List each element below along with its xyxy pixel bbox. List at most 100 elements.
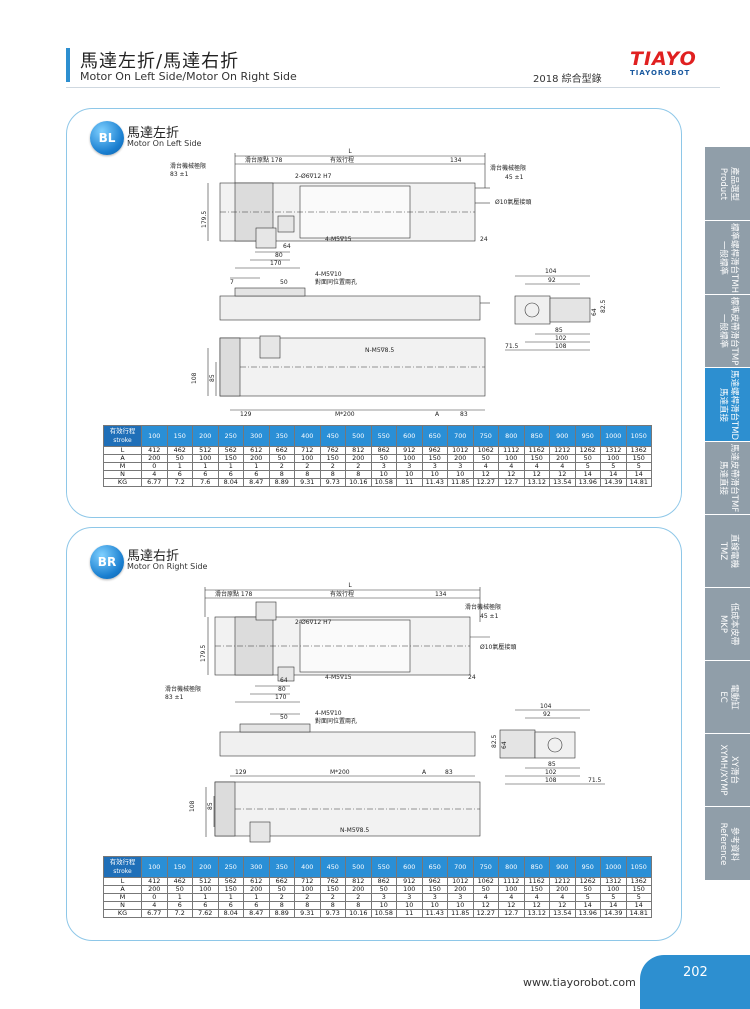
dim-m5-10b: 對面同位置兩孔 [315,278,357,286]
table-cell: 6.77 [141,909,168,918]
section-title: 馬達右折 [127,549,180,564]
dim-102: 102 [555,335,567,342]
table-cell: 12.27 [472,478,499,487]
dim-m5-10b: 對面同位置兩孔 [315,717,357,725]
stroke-cell: 750 [472,425,499,447]
page-number: 202 [683,965,708,980]
stroke-cell: 350 [268,856,295,878]
footer-website-link[interactable]: www.tiayorobot.com [523,976,636,989]
table-cell: 8.04 [217,909,244,918]
dim-limit-right: 滑台機械極限 [490,164,526,172]
dim-85h: 85 [207,802,214,810]
table-cell: 12.27 [472,909,499,918]
table-cell: 13.12 [523,909,550,918]
dim-m5-10: 4-M5∇10 [315,710,342,717]
page-title: 馬達左折/馬達右折 [80,51,240,72]
table-cell: 9.73 [319,478,346,487]
stroke-cell: 900 [549,856,576,878]
drawing-labels-left: L 滑台原點 178 有效行程 134 滑台機械極限 83 ±1 滑台機械極限 … [170,148,607,418]
dim-limit-left-val: 83 ±1 [170,171,189,178]
dim-stroke: 有效行程 [330,156,354,164]
dim-stroke: 有效行程 [330,590,354,598]
stroke-cell: 250 [217,856,244,878]
dim-82: 82.5 [491,734,498,748]
dim-82: 82.5 [600,299,607,313]
drawing-motor-right: L 滑台原點 178 有效行程 134 滑台機械極限 45 ±1 2-Ø6∇12… [165,582,605,843]
table-cell: 8.89 [268,909,295,918]
dim-limit-right-val: 45 ±1 [480,613,499,620]
dim-170: 170 [270,260,282,267]
stroke-cell: 200 [192,425,219,447]
dim-limit-left: 滑台機械極限 [170,162,206,170]
stroke-cell: 350 [268,425,295,447]
stroke-cell: 450 [319,425,346,447]
table-cell: 11.43 [421,909,448,918]
dim-104: 104 [540,703,552,710]
dim-24: 24 [468,674,476,681]
table-cell: 8.89 [268,478,295,487]
dim-134: 134 [450,157,462,164]
stroke-cell: 600 [396,856,423,878]
dim-origin: 滑台原點 178 [215,590,253,598]
section-badge-br: BR [90,545,124,579]
dim-nm5: N-M5∇8.5 [365,347,394,354]
dim-170: 170 [275,694,287,701]
page-number-tab [640,955,750,1009]
stroke-cell: 950 [574,856,601,878]
stroke-cell: 100 [141,425,168,447]
dim-108: 108 [555,343,567,350]
table-cell: 7.2 [166,909,193,918]
logo-subtext: TIAYOROBOT [630,69,691,77]
stroke-cell: 650 [421,856,448,878]
table-cell: KG [103,909,142,918]
dim-92: 92 [543,711,551,718]
dim-83: 83 [460,411,468,418]
table-cell: 7.6 [192,478,219,487]
section-title: 馬達左折 [127,126,180,141]
table-cell: 11 [396,909,423,918]
dim-m200: M*200 [335,411,355,418]
dim-104: 104 [545,268,557,275]
stroke-cell: 1050 [625,425,652,447]
dim-50: 50 [280,279,288,286]
table-cell: 8.47 [243,909,270,918]
table-cell: 14.39 [600,909,627,918]
dim-64b: 64 [501,741,508,749]
dim-A: A [422,769,427,776]
table-cell: 10.16 [345,909,372,918]
stroke-cell: 300 [243,856,270,878]
stroke-cell: 1000 [600,856,627,878]
table-cell: 12.7 [498,909,525,918]
section-subtitle: Motor On Right Side [127,562,208,571]
dim-m5-15: 4-M5∇15 [325,674,352,681]
table-cell: 11.85 [447,909,474,918]
table-cell: 9.31 [294,909,321,918]
stroke-cell: 250 [217,425,244,447]
table-cell: 9.73 [319,909,346,918]
dim-179: 179.5 [200,645,207,662]
dim-A: A [435,411,440,418]
table-cell: 13.96 [574,478,601,487]
stroke-cell: 800 [498,425,525,447]
stroke-cell: 700 [447,856,474,878]
stroke-cell: 600 [396,425,423,447]
dim-80: 80 [278,686,286,693]
